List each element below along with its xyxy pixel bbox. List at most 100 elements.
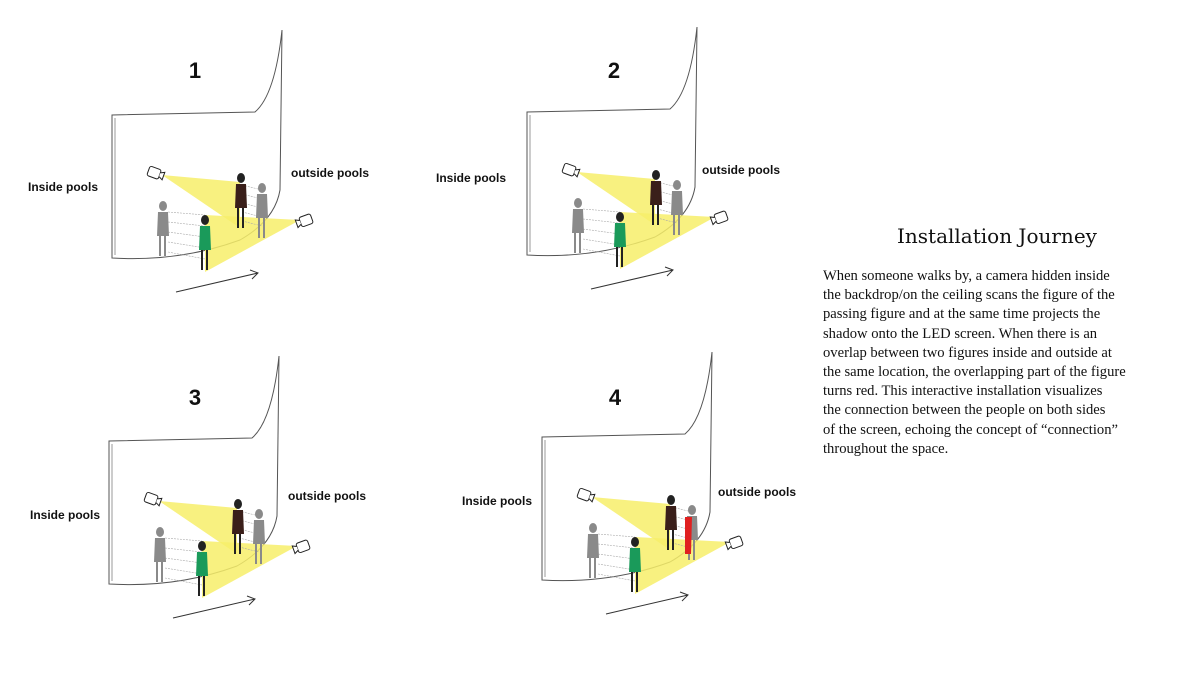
camera-body (146, 165, 162, 180)
figure-legs (673, 215, 680, 235)
panel-4-inside-label: Inside pools (462, 494, 533, 508)
projection-line (164, 577, 203, 586)
projection-line (164, 567, 203, 575)
outside-light-cone (205, 215, 300, 272)
overlap-red-area (685, 517, 692, 554)
outside-camera-icon (724, 535, 744, 551)
outside-camera-icon (709, 210, 729, 226)
inside-shadow-figure (572, 198, 584, 253)
figure-head (652, 170, 660, 180)
figure-head (673, 180, 681, 190)
panel-2 (526, 26, 729, 290)
outside-light-cone (620, 212, 715, 269)
figure-head (589, 523, 597, 533)
projection-line (597, 553, 636, 560)
projection-line (656, 208, 678, 215)
figure-body (157, 212, 169, 236)
figure-body (671, 191, 683, 215)
figure-legs (237, 208, 244, 228)
figure-body (232, 510, 244, 534)
camera-body (713, 210, 729, 225)
outside-light-cone (635, 537, 730, 594)
inside-light-cone (162, 175, 240, 228)
figure-body (665, 506, 677, 530)
projection-line (167, 231, 206, 238)
camera-lens (294, 219, 302, 229)
projection-line (582, 218, 621, 224)
projection-line (671, 542, 693, 549)
figure-legs (616, 247, 623, 267)
outside-camera-icon (294, 213, 314, 229)
inside-person-figure (232, 499, 244, 554)
figure-head (159, 201, 167, 211)
inside-person-figure (650, 170, 662, 225)
figure-legs (156, 562, 163, 582)
camera-lens (155, 497, 163, 507)
outside-shadow-figure (256, 183, 268, 238)
projection-line (164, 547, 203, 553)
panel-3-inside-label: Inside pools (30, 508, 101, 522)
figure-legs (159, 236, 166, 256)
outside-shadow-figure (671, 180, 683, 235)
inside-shadow-figure (154, 527, 166, 582)
inside-camera-icon (146, 165, 166, 181)
projection-line (241, 211, 263, 218)
camera-lens (158, 171, 166, 181)
figure-body (235, 184, 247, 208)
outside-shadow-figure (253, 509, 265, 564)
projection-line (671, 533, 693, 540)
panel-1-number: 1 (188, 58, 202, 83)
figure-head (237, 173, 245, 183)
walking-direction-arrow (175, 269, 259, 293)
figure-body (253, 520, 265, 544)
description-title: Installation Journey (897, 224, 1097, 248)
figure-body (196, 552, 208, 576)
inside-camera-icon (561, 162, 581, 178)
outside-camera-icon (291, 539, 311, 555)
figure-head (258, 183, 266, 193)
inside-light-cone (159, 501, 237, 554)
panel-4-outside-label: outside pools (718, 485, 796, 499)
camera-body (143, 491, 159, 506)
figure-body (572, 209, 584, 233)
walking-direction-arrow (605, 591, 689, 615)
projection-line (164, 537, 203, 542)
figure-head (667, 495, 675, 505)
inside-light-cone (592, 497, 670, 550)
inside-light-cone (577, 172, 655, 225)
figure-head (631, 537, 639, 547)
projection-line (582, 228, 621, 235)
figure-head (198, 541, 206, 551)
projection-line (238, 537, 260, 544)
camera-lens (573, 168, 581, 178)
projection-line (238, 546, 260, 553)
outside-person-figure (614, 212, 626, 267)
panel-3-number: 3 (188, 385, 202, 410)
inside-shadow-figure (587, 523, 599, 578)
outside-person-figure (196, 541, 208, 596)
figure-body (650, 181, 662, 205)
figure-legs (201, 250, 208, 270)
camera-lens (709, 216, 717, 226)
panel-3 (108, 355, 311, 619)
description-body: When someone walks by, a camera hidden i… (823, 268, 1126, 457)
camera-lens (291, 545, 299, 555)
figure-legs (198, 576, 205, 596)
figure-body (154, 538, 166, 562)
figure-head (234, 499, 242, 509)
figure-legs (589, 558, 596, 578)
projection-line (167, 251, 206, 260)
inside-shadow-figure (157, 201, 169, 256)
camera-body (728, 535, 744, 550)
walking-direction-arrow (172, 595, 256, 619)
inside-camera-icon (576, 487, 596, 503)
figure-legs (652, 205, 659, 225)
panel-3-outside-label: outside pools (288, 489, 366, 503)
figure-legs (667, 530, 674, 550)
figure-head (616, 212, 624, 222)
figure-legs (631, 572, 638, 592)
figure-head (688, 505, 696, 515)
camera-body (298, 213, 314, 228)
inside-camera-icon (143, 491, 163, 507)
